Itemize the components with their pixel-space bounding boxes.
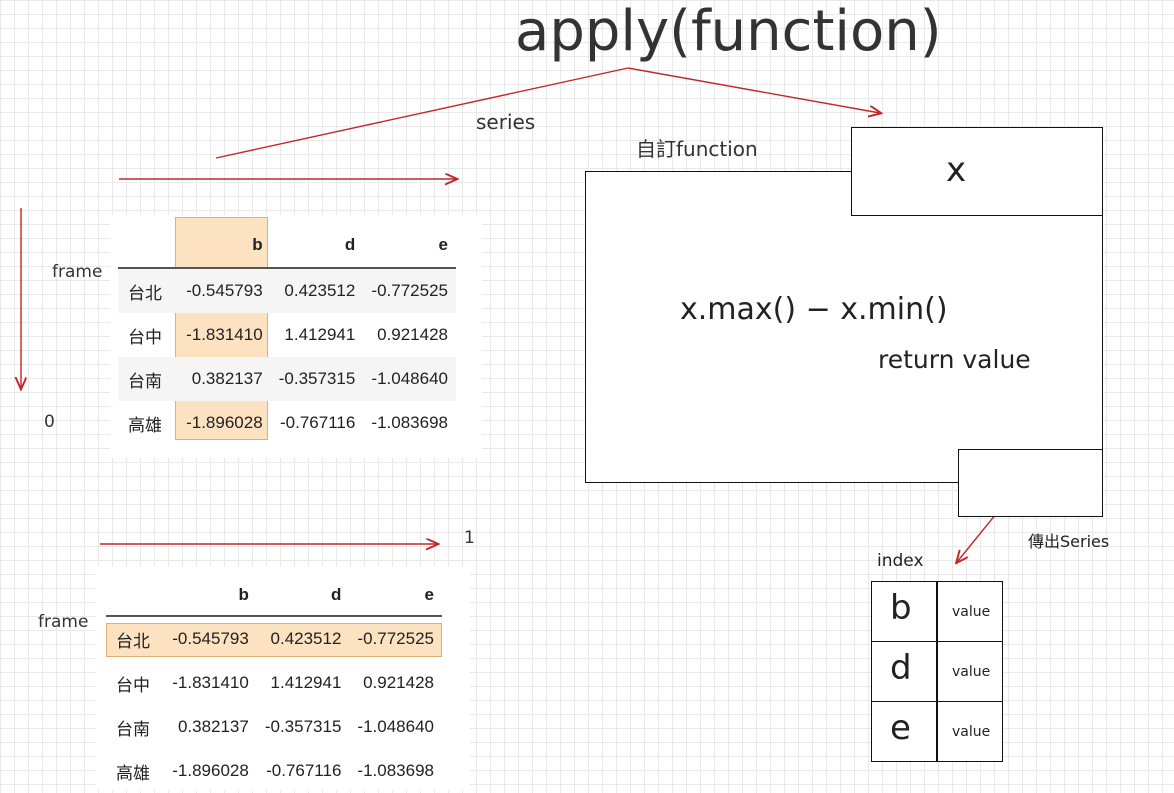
cell-b: -1.831410 <box>172 673 249 692</box>
cell-e: -0.772525 <box>363 268 456 313</box>
table-row: 高雄 -1.896028 -0.767116 -1.083698 <box>106 749 442 793</box>
function-body-box <box>585 171 1103 483</box>
cell-b: 0.382137 <box>178 357 271 401</box>
row-index: 台南 <box>116 719 150 739</box>
cell-b: -1.896028 <box>172 761 249 780</box>
output-value: value <box>952 664 991 680</box>
table-row: 高雄 -1.896028 -0.767116 -1.083698 <box>118 401 456 445</box>
cell-b: -0.545793 <box>178 268 271 313</box>
cell-d: 1.412941 <box>284 325 356 344</box>
row-index: 高雄 <box>128 415 162 435</box>
param-x: x <box>946 150 967 190</box>
table-row: 台中 -1.831410 1.412941 0.921428 <box>106 661 442 705</box>
output-key: d <box>890 648 912 688</box>
output-row: d value <box>872 642 1002 702</box>
cell-e: -1.048640 <box>363 357 456 401</box>
frame-table-rowwise: b d e 台北 -0.545793 0.423512 -0.772525 台中… <box>106 575 442 793</box>
row-index: 台中 <box>128 327 162 347</box>
output-key: b <box>890 588 912 628</box>
cell-e: -1.083698 <box>371 413 448 432</box>
index-label: index <box>877 551 924 571</box>
function-output-box <box>958 449 1103 517</box>
cell-d: -0.767116 <box>266 761 342 780</box>
header-d: d <box>256 575 350 617</box>
header-index <box>118 223 178 269</box>
row-index: 台北 <box>116 631 150 651</box>
table-row: 台中 -1.831410 1.412941 0.921428 <box>118 313 456 357</box>
cell-b: -1.831410 <box>186 325 263 344</box>
cell-d: -0.767116 <box>280 413 356 432</box>
table-row: 台南 0.382137 -0.357315 -1.048640 <box>106 705 442 749</box>
return-value-label: return value <box>878 345 1031 374</box>
row-index: 高雄 <box>116 763 150 783</box>
table-row: 台南 0.382137 -0.357315 -1.048640 <box>118 357 456 401</box>
output-value: value <box>952 724 991 740</box>
output-column-divider <box>936 582 938 761</box>
table-row: 台北 -0.545793 0.423512 -0.772525 <box>118 268 456 313</box>
header-d: d <box>270 223 364 269</box>
axis0-label: 0 <box>44 412 55 432</box>
diagram-title: apply(function) <box>515 0 942 64</box>
cell-e: -1.083698 <box>357 761 434 780</box>
function-param-box <box>851 127 1103 216</box>
cell-e: -0.772525 <box>357 629 434 648</box>
row-taipei-highlight <box>106 623 442 657</box>
row-index: 台北 <box>118 268 178 313</box>
row-index: 台南 <box>118 357 178 401</box>
cell-d: 0.423512 <box>270 268 364 313</box>
cell-d: 0.423512 <box>270 629 342 648</box>
header-e: e <box>349 575 442 617</box>
frame-label-bottom: frame <box>38 612 89 632</box>
apply-to-function-arrow <box>627 67 880 113</box>
cell-b: 0.382137 <box>177 717 249 736</box>
cell-d: -0.357315 <box>264 717 342 736</box>
frame-table-columnwise: b d e 台北 -0.545793 0.423512 -0.772525 台中… <box>118 223 456 445</box>
cell-b: -0.545793 <box>172 629 249 648</box>
cell-e: 0.921428 <box>363 673 434 692</box>
cell-d: 1.412941 <box>270 673 342 692</box>
cell-e: 0.921428 <box>377 325 448 344</box>
series-label: series <box>476 110 536 134</box>
cell-e: -1.048640 <box>357 717 434 736</box>
header-b: b <box>164 575 257 617</box>
header-index <box>106 575 165 617</box>
output-value: value <box>952 604 991 620</box>
table-row: 台北 -0.545793 0.423512 -0.772525 <box>106 616 442 661</box>
axis1-label: 1 <box>464 528 475 548</box>
output-series-label: 傳出Series <box>1028 532 1110 551</box>
header-e: e <box>363 223 456 269</box>
function-expression: x.max() − x.min() <box>680 292 948 327</box>
cell-d: -0.357315 <box>270 357 364 401</box>
frame-label-top: frame <box>52 262 103 282</box>
output-row: e value <box>872 702 1002 762</box>
output-row: b value <box>872 582 1002 642</box>
cell-b: -1.896028 <box>186 413 263 432</box>
apply-to-series-arrow <box>215 67 629 159</box>
header-b: b <box>178 223 271 269</box>
custom-function-label: 自訂function <box>636 137 758 161</box>
output-key: e <box>890 708 911 748</box>
output-series-table: b value d value e value <box>871 581 1003 762</box>
row-index: 台中 <box>116 675 150 695</box>
